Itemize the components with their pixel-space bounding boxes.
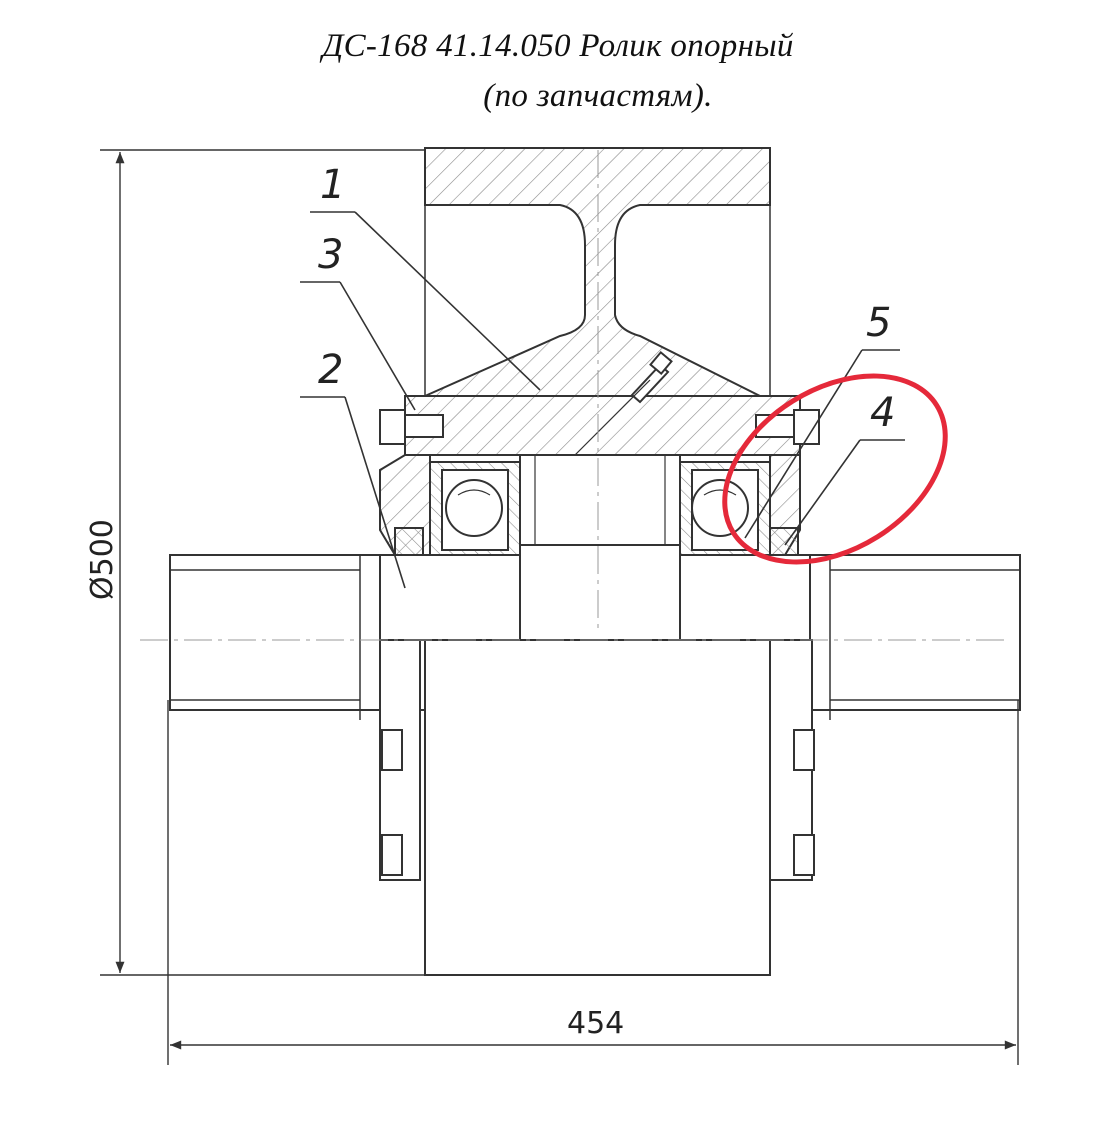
- side-bolts: [381, 729, 815, 876]
- part-label-2: 2: [318, 347, 343, 393]
- part-label-5: 5: [866, 300, 891, 346]
- wheel-body: [379, 639, 813, 976]
- highlight-ellipse: [722, 373, 948, 565]
- part-label-1: 1: [320, 162, 345, 208]
- part-label-3: 3: [318, 232, 343, 278]
- bearing-spacer: [519, 454, 681, 546]
- drawing-subtitle: (по запчастям).: [483, 78, 713, 114]
- center-lines: [140, 150, 1010, 641]
- diameter-dimension: [100, 149, 425, 976]
- part-label-4: 4: [870, 390, 895, 436]
- grease-fitting: [574, 350, 673, 456]
- seal-left: [394, 527, 424, 557]
- width-label: 454: [567, 1006, 624, 1041]
- diameter-label: Ø500: [85, 519, 120, 600]
- drawing-title: ДС-168 41.14.050 Ролик опорный: [322, 28, 794, 64]
- width-dimension: [167, 700, 1019, 1065]
- bearing-left: [429, 461, 521, 558]
